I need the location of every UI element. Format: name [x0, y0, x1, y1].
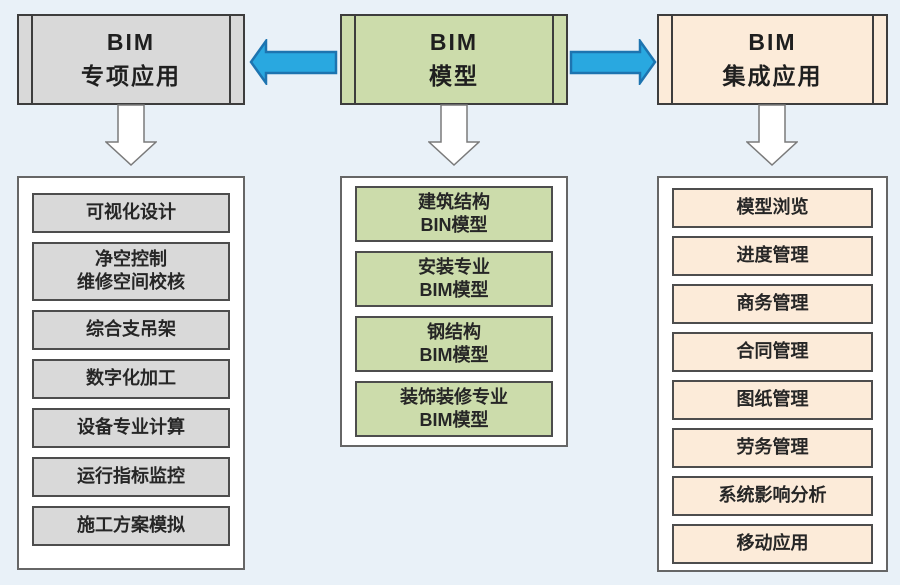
right-item-5: 劳务管理 — [672, 428, 873, 468]
down-arrow-icon — [746, 104, 798, 167]
left-items-panel: 可视化设计 净空控制 维修空间校核 综合支吊架 数字化加工 设备专业计算 运行指… — [17, 176, 245, 570]
right-item-1: 进度管理 — [672, 236, 873, 276]
left-item-3: 数字化加工 — [32, 358, 230, 399]
middle-item-2: 钢结构 BIM模型 — [355, 316, 553, 372]
right-items-panel: 模型浏览 进度管理 商务管理 合同管理 图纸管理 劳务管理 系统影响分析 移动应… — [657, 176, 888, 572]
middle-items-panel: 建筑结构 BIN模型 安装专业 BIM模型 钢结构 BIM模型 装饰装修专业 B… — [340, 176, 568, 447]
header-bim-integrated-apps: BIM 集成应用 — [657, 14, 888, 105]
left-item-1: 净空控制 维修空间校核 — [32, 242, 230, 301]
header-bim-model: BIM 模型 — [340, 14, 568, 105]
middle-item-0: 建筑结构 BIN模型 — [355, 186, 553, 242]
middle-item-3: 装饰装修专业 BIM模型 — [355, 381, 553, 437]
left-item-4: 设备专业计算 — [32, 407, 230, 448]
header-bim-special-apps: BIM 专项应用 — [17, 14, 245, 105]
down-arrow-icon — [428, 104, 480, 167]
left-item-0: 可视化设计 — [32, 193, 230, 233]
right-item-4: 图纸管理 — [672, 380, 873, 420]
right-item-6: 系统影响分析 — [672, 476, 873, 516]
right-item-0: 模型浏览 — [672, 188, 873, 228]
right-item-3: 合同管理 — [672, 332, 873, 372]
left-item-6: 施工方案模拟 — [32, 505, 230, 546]
down-arrow-icon — [105, 104, 157, 167]
left-item-2: 综合支吊架 — [32, 309, 230, 350]
middle-item-1: 安装专业 BIM模型 — [355, 251, 553, 307]
arrow-left-icon — [249, 39, 338, 85]
right-item-7: 移动应用 — [672, 524, 873, 564]
right-item-2: 商务管理 — [672, 284, 873, 324]
arrow-right-icon — [569, 39, 657, 85]
left-item-5: 运行指标监控 — [32, 456, 230, 497]
